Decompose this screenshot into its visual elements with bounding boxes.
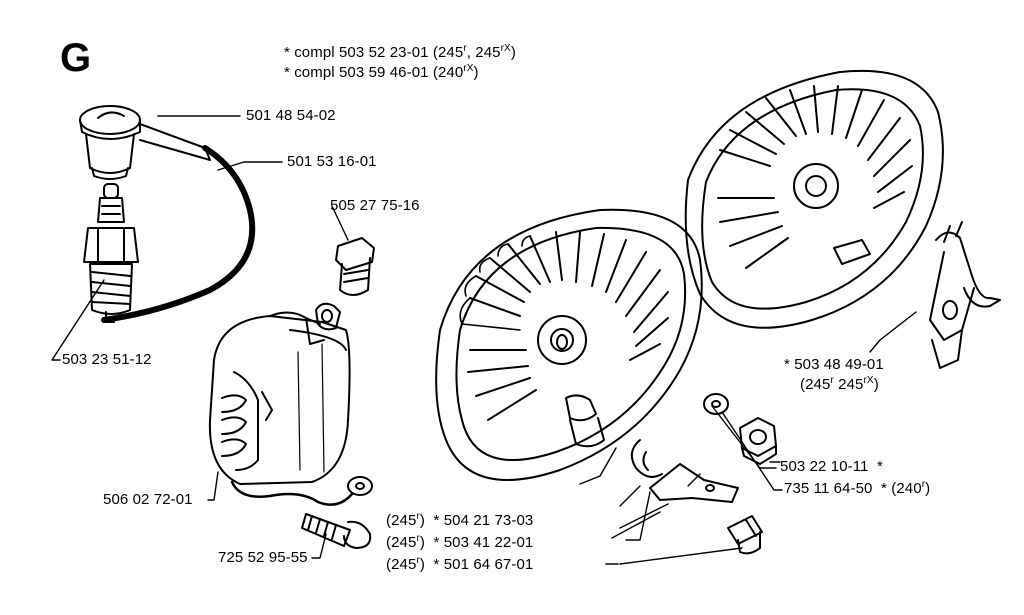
module-screw-icon xyxy=(301,513,372,549)
label-bracket-row-1: (245r) * 504 21 73-03 xyxy=(386,511,534,530)
header-line-1: * compl 503 52 23-01 (245r, 245rX) xyxy=(284,43,516,62)
spark-plug-icon xyxy=(83,183,139,323)
label-washer: 735 11 64-50 * (240r) xyxy=(784,479,931,498)
spark-plug-cap-icon xyxy=(79,105,141,180)
label-spark-plug: 503 23 51-12 xyxy=(62,351,152,368)
ignition-module-icon xyxy=(208,302,354,506)
label-nut: 503 22 10-11 * xyxy=(780,458,883,475)
flywheel-rear-icon xyxy=(684,69,944,329)
ignition-cable-icon xyxy=(101,123,256,323)
label-spark-cap: 501 48 54-02 xyxy=(246,107,336,124)
label-ignition-module: 506 02 72-01 xyxy=(103,491,193,508)
pawl-screw-icon xyxy=(727,515,763,555)
label-bracket-row-2: (245r) * 503 41 22-01 xyxy=(386,533,534,552)
terminal-icon xyxy=(335,237,375,296)
label-flywheel-kit-note: (245r 245rX) xyxy=(800,375,879,394)
flywheel-front-icon xyxy=(435,208,703,481)
section-letter: G xyxy=(60,36,92,80)
leader-lines xyxy=(51,115,917,565)
wire-eyelet-icon xyxy=(347,476,373,496)
label-ignition-cable: 501 53 16-01 xyxy=(287,153,377,170)
pawl-bracket-icon xyxy=(630,439,739,503)
header-line-2: * compl 503 59 46-01 (240rX) xyxy=(284,63,479,82)
washer-icon xyxy=(703,393,729,415)
label-flywheel-kit: * 503 48 49-01 xyxy=(784,356,884,373)
nut-icon xyxy=(739,417,777,465)
label-terminal: 505 27 75-16 xyxy=(330,197,420,214)
label-module-screw: 725 52 95-55 xyxy=(218,549,308,566)
label-bracket-row-3: (245r) * 501 64 67-01 xyxy=(386,555,534,574)
flywheel-key-icon xyxy=(929,221,1001,369)
